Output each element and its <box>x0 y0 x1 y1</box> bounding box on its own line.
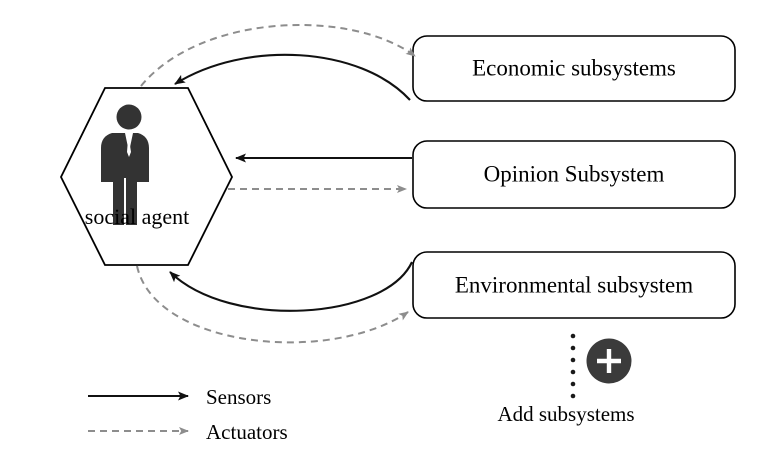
sensor-arc-environmental-to-agent <box>169 261 413 312</box>
legend: Sensors Actuators <box>88 385 288 444</box>
subsystem-box-economic[interactable]: Economic subsystems <box>412 35 736 102</box>
subsystem-box-environmental[interactable]: Environmental subsystem <box>412 251 736 319</box>
actuator-arc-agent-to-environmental <box>136 265 409 344</box>
add-subsystems-label: Add subsystems <box>497 402 634 426</box>
legend-item-actuators: Actuators <box>88 420 288 444</box>
legend-item-sensors: Sensors <box>88 385 271 409</box>
actuator-arc-agent-to-economic <box>140 23 416 87</box>
opinion-box-label: Opinion Subsystem <box>484 161 665 186</box>
economic-box-label: Economic subsystems <box>472 55 676 80</box>
environmental-box-shape <box>412 251 736 319</box>
social-agent-node[interactable]: social agent <box>59 87 234 266</box>
subsystem-box-opinion[interactable]: Opinion Subsystem <box>412 140 736 209</box>
add-subsystems-control[interactable]: Add subsystems <box>497 333 635 426</box>
businessman-person-icon <box>101 104 149 225</box>
opinion-box-shape <box>412 140 736 209</box>
social-agent-label: social agent <box>85 204 189 229</box>
legend-actuators-label: Actuators <box>206 420 288 444</box>
legend-sensors-label: Sensors <box>206 385 271 409</box>
plus-circle-icon[interactable] <box>586 338 632 384</box>
environmental-box-label: Environmental subsystem <box>455 272 693 297</box>
vertical-dotted-connector <box>570 333 576 399</box>
sensor-arc-economic-to-agent <box>174 53 411 101</box>
economic-box-shape <box>412 35 736 102</box>
